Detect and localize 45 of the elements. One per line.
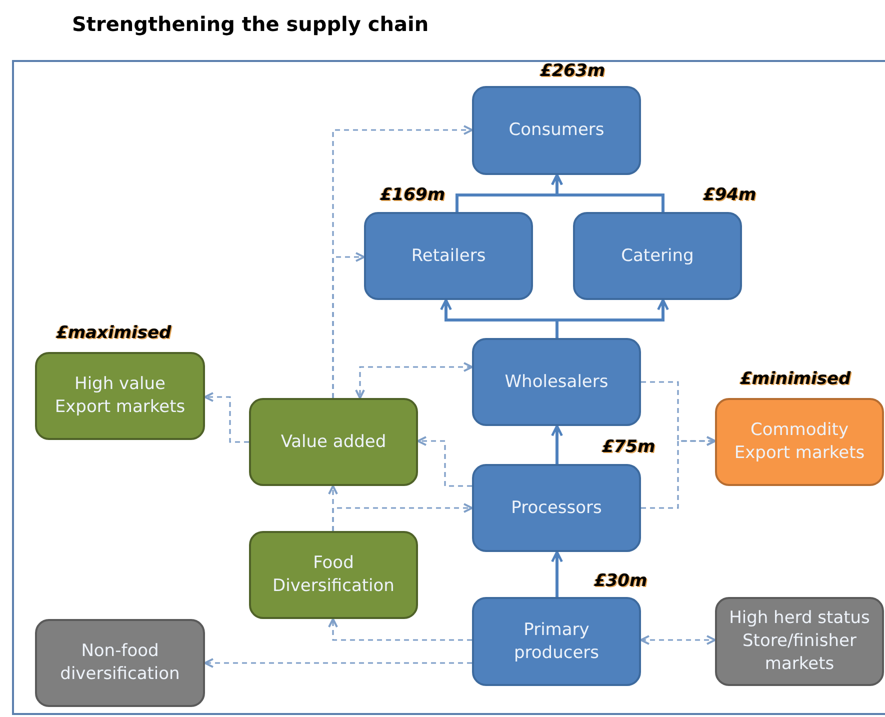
process-box — [472, 464, 641, 552]
value-added-box — [35, 352, 205, 440]
value-label: £30m — [594, 571, 648, 591]
market-box — [715, 398, 884, 486]
arrow — [417, 436, 472, 487]
node-label: Value added — [280, 430, 386, 454]
node-label: Catering — [621, 244, 694, 268]
node-label: High herd status Store/finisher markets — [728, 607, 871, 676]
node-label: Primary producers — [512, 618, 600, 664]
arrow — [640, 635, 716, 645]
arrow — [332, 252, 365, 398]
process-box — [364, 212, 533, 300]
market-box — [715, 597, 884, 686]
process-box — [573, 212, 742, 300]
arrow — [328, 618, 472, 641]
arrow — [204, 658, 472, 668]
value-label: £minimised — [740, 369, 851, 389]
arrow — [355, 362, 473, 399]
value-label: £maximised — [56, 323, 172, 343]
node-label: Commodity Export markets — [733, 419, 866, 465]
process-box — [472, 338, 641, 426]
value-label: £94m — [703, 185, 756, 205]
diagram-title: Strengthening the supply chain — [72, 12, 429, 36]
value-label: £169m — [380, 185, 446, 205]
node-label: Consumers — [508, 119, 604, 142]
value-added-box — [249, 398, 418, 486]
value-label: £263m — [540, 61, 606, 81]
node-label: Processors — [511, 496, 602, 520]
arrow — [551, 424, 563, 464]
arrow — [332, 503, 473, 531]
arrow — [551, 174, 664, 212]
arrow — [204, 392, 249, 443]
arrow — [551, 550, 563, 597]
arrow — [556, 298, 669, 338]
node-label: High value Export markets — [54, 373, 186, 419]
process-box — [472, 86, 641, 175]
value-label: £75m — [602, 437, 656, 457]
node-label: Retailers — [411, 244, 486, 268]
market-box — [35, 619, 205, 707]
node-label: Non-food diversification — [59, 640, 181, 686]
arrow — [641, 436, 716, 509]
value-added-box — [249, 531, 418, 619]
process-box — [472, 597, 641, 686]
node-label: Wholesalers — [504, 370, 608, 394]
node-label: Food Diversification — [272, 552, 396, 598]
